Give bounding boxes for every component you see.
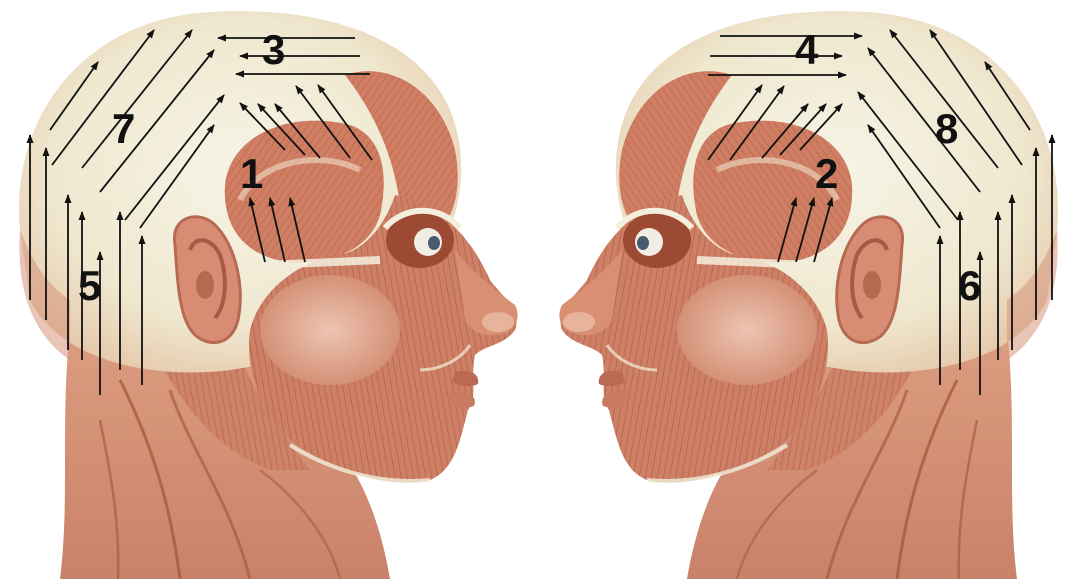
zone-label-1: 1: [240, 150, 263, 197]
zone-label-2: 2: [815, 150, 838, 197]
zone-label-8: 8: [935, 105, 958, 152]
zone-label-3: 3: [262, 26, 285, 73]
zone-label-5: 5: [78, 262, 101, 309]
zone-label-4: 4: [795, 26, 819, 73]
zone-label-6: 6: [958, 262, 981, 309]
zone-label-7: 7: [112, 105, 135, 152]
right-head-illustration: [559, 11, 1058, 579]
